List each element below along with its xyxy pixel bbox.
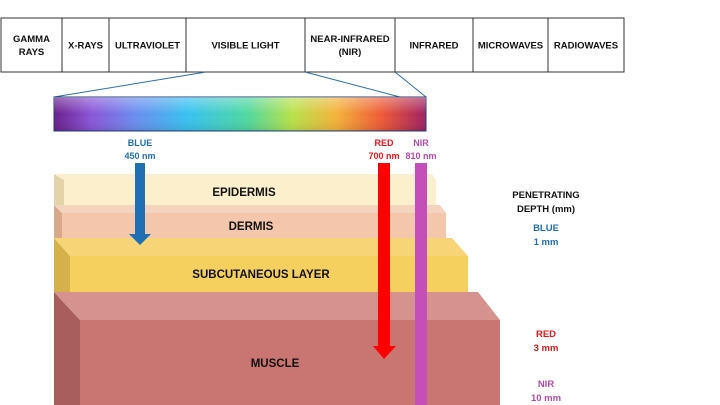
spectrum-band-label: ULTRAVIOLET (115, 41, 180, 52)
blue-penetration-arrow (129, 163, 151, 245)
blue-wavelength: 450 nm (124, 151, 155, 161)
spectrum-band-label: X-RAYS (68, 41, 103, 52)
spectrum-band-label: RAYS (19, 47, 45, 58)
zoom-line-nir (304, 71, 401, 98)
spectrum-table: GAMMA RAYS X-RAYS ULTRAVIOLET VISIBLE LIGHT N… (0, 17, 625, 73)
red-wavelength: 700 nm (368, 151, 399, 161)
spectrum-band-cell: NEAR-INFRARED (NIR) (304, 18, 390, 72)
spectrum-band-label: MICROWAVES (478, 41, 543, 52)
spectrum-band-cell: VISIBLE LIGHT (185, 18, 280, 72)
nir-wavelength: 810 nm (405, 151, 436, 161)
depth-panel: PENETRATING DEPTH (mm) BLUE 1 mm RED 3 m… (512, 190, 579, 404)
muscle-label: MUSCLE (251, 358, 300, 370)
epidermis-label: EPIDERMIS (212, 187, 276, 199)
red-penetration-arrow (373, 163, 396, 359)
spectrum-band-cell: GAMMA RAYS (13, 34, 50, 58)
zoom-line-left (53, 71, 207, 98)
muscle-layer (54, 292, 500, 405)
depth-nir-value: 10 mm (531, 393, 561, 404)
subcutaneous-label: SUBCUTANEOUS LAYER (192, 269, 330, 281)
depth-panel-title-line2: DEPTH (mm) (517, 204, 575, 215)
spectrum-band-cell: X-RAYS (61, 18, 103, 72)
depth-red-name: RED (536, 329, 556, 340)
spectrum-band-label: NEAR-INFRARED (310, 34, 389, 45)
depth-blue-value: 1 mm (534, 237, 559, 248)
spectrum-band-label: GAMMA (13, 34, 50, 45)
spectrum-band-label: INFRARED (409, 41, 458, 52)
spectrum-band-cell: MICROWAVES (472, 18, 543, 72)
spectrum-band-cell: ULTRAVIOLET (108, 18, 180, 72)
spectrum-band-cell: INFRARED (394, 18, 459, 72)
visible-spectrum-bar (53, 96, 427, 132)
depth-blue-name: BLUE (533, 223, 559, 234)
depth-red-value: 3 mm (534, 343, 559, 354)
spectrum-band-label: (NIR) (339, 47, 362, 58)
spectrum-table-frame (0, 17, 625, 73)
red-label: RED (374, 138, 394, 148)
spectrum-band-cell: RADIOWAVES (547, 18, 618, 72)
subcutaneous-layer (54, 238, 468, 292)
depth-panel-title-line1: PENETRATING (512, 190, 579, 201)
spectrum-band-label: RADIOWAVES (554, 41, 618, 52)
depth-nir-name: NIR (538, 379, 555, 390)
nir-penetration-bar (415, 163, 427, 405)
nir-label: NIR (413, 138, 429, 148)
spectrum-band-label: VISIBLE LIGHT (211, 41, 279, 52)
dermis-label: DERMIS (229, 221, 274, 233)
blue-label: BLUE (128, 138, 153, 148)
epidermis-layer (54, 174, 436, 205)
zoom-line-right (394, 71, 427, 98)
